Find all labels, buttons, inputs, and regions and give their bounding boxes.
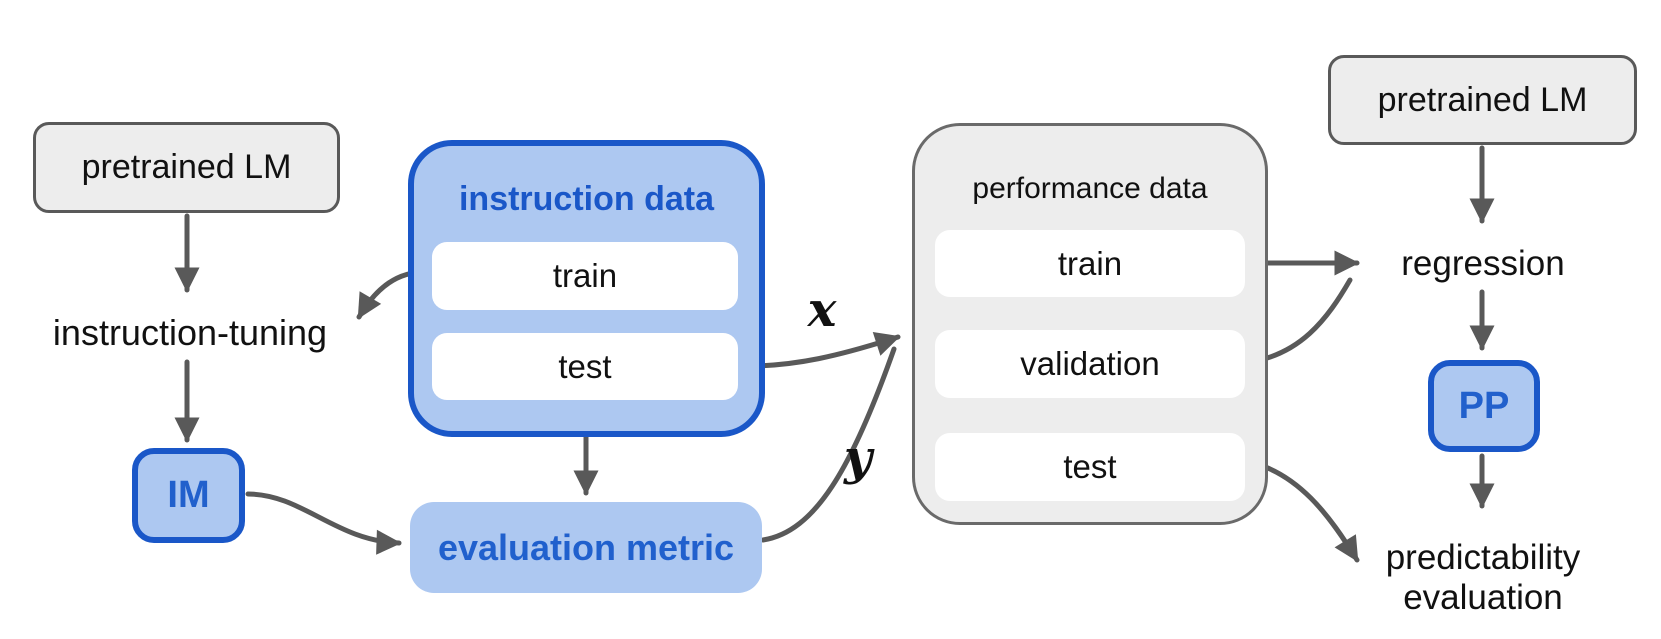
instruction-train-label: train xyxy=(552,257,618,294)
instruction-test-box: test xyxy=(432,333,738,400)
arrow-im-to-evaluation-metric xyxy=(245,491,402,555)
pretrained-lm-box-right: pretrained LM xyxy=(1328,55,1637,145)
evaluation-metric-box: evaluation metric xyxy=(410,502,762,593)
predictability-evaluation-label: predictability evaluation xyxy=(1332,538,1634,618)
predictability-line1: predictability xyxy=(1385,538,1581,577)
performance-test-label: test xyxy=(1063,448,1117,485)
pp-box: PP xyxy=(1428,360,1540,452)
performance-validation-box: validation xyxy=(935,330,1245,398)
performance-validation-label: validation xyxy=(1020,345,1160,382)
performance-data-title: performance data xyxy=(972,172,1208,205)
predictability-line2: evaluation xyxy=(1403,578,1563,617)
pretrained-lm-left-label: pretrained LM xyxy=(81,148,292,186)
performance-train-box: train xyxy=(935,230,1245,297)
arrow-y-evaluation-metric-to-performance-data xyxy=(760,346,897,543)
instruction-train-box: train xyxy=(432,242,738,310)
pretrained-lm-box-left: pretrained LM xyxy=(33,122,340,213)
instruction-data-container: instruction data train test xyxy=(408,140,765,437)
performance-test-box: test xyxy=(935,433,1245,501)
instruction-tuning-label: instruction-tuning xyxy=(52,312,328,353)
evaluation-metric-label: evaluation metric xyxy=(437,526,735,568)
instruction-test-label: test xyxy=(558,347,612,385)
im-box: IM xyxy=(132,448,245,543)
x-edge-label: x xyxy=(807,282,837,338)
im-label: IM xyxy=(167,474,210,516)
instruction-data-title: instruction data xyxy=(458,180,715,218)
regression-label: regression xyxy=(1401,244,1565,283)
performance-data-container: performance data train validation test xyxy=(912,123,1268,525)
pretrained-lm-right-label: pretrained LM xyxy=(1377,80,1588,119)
performance-train-label: train xyxy=(1057,244,1123,282)
y-edge-label: y xyxy=(844,430,872,486)
pp-label: PP xyxy=(1458,384,1510,427)
